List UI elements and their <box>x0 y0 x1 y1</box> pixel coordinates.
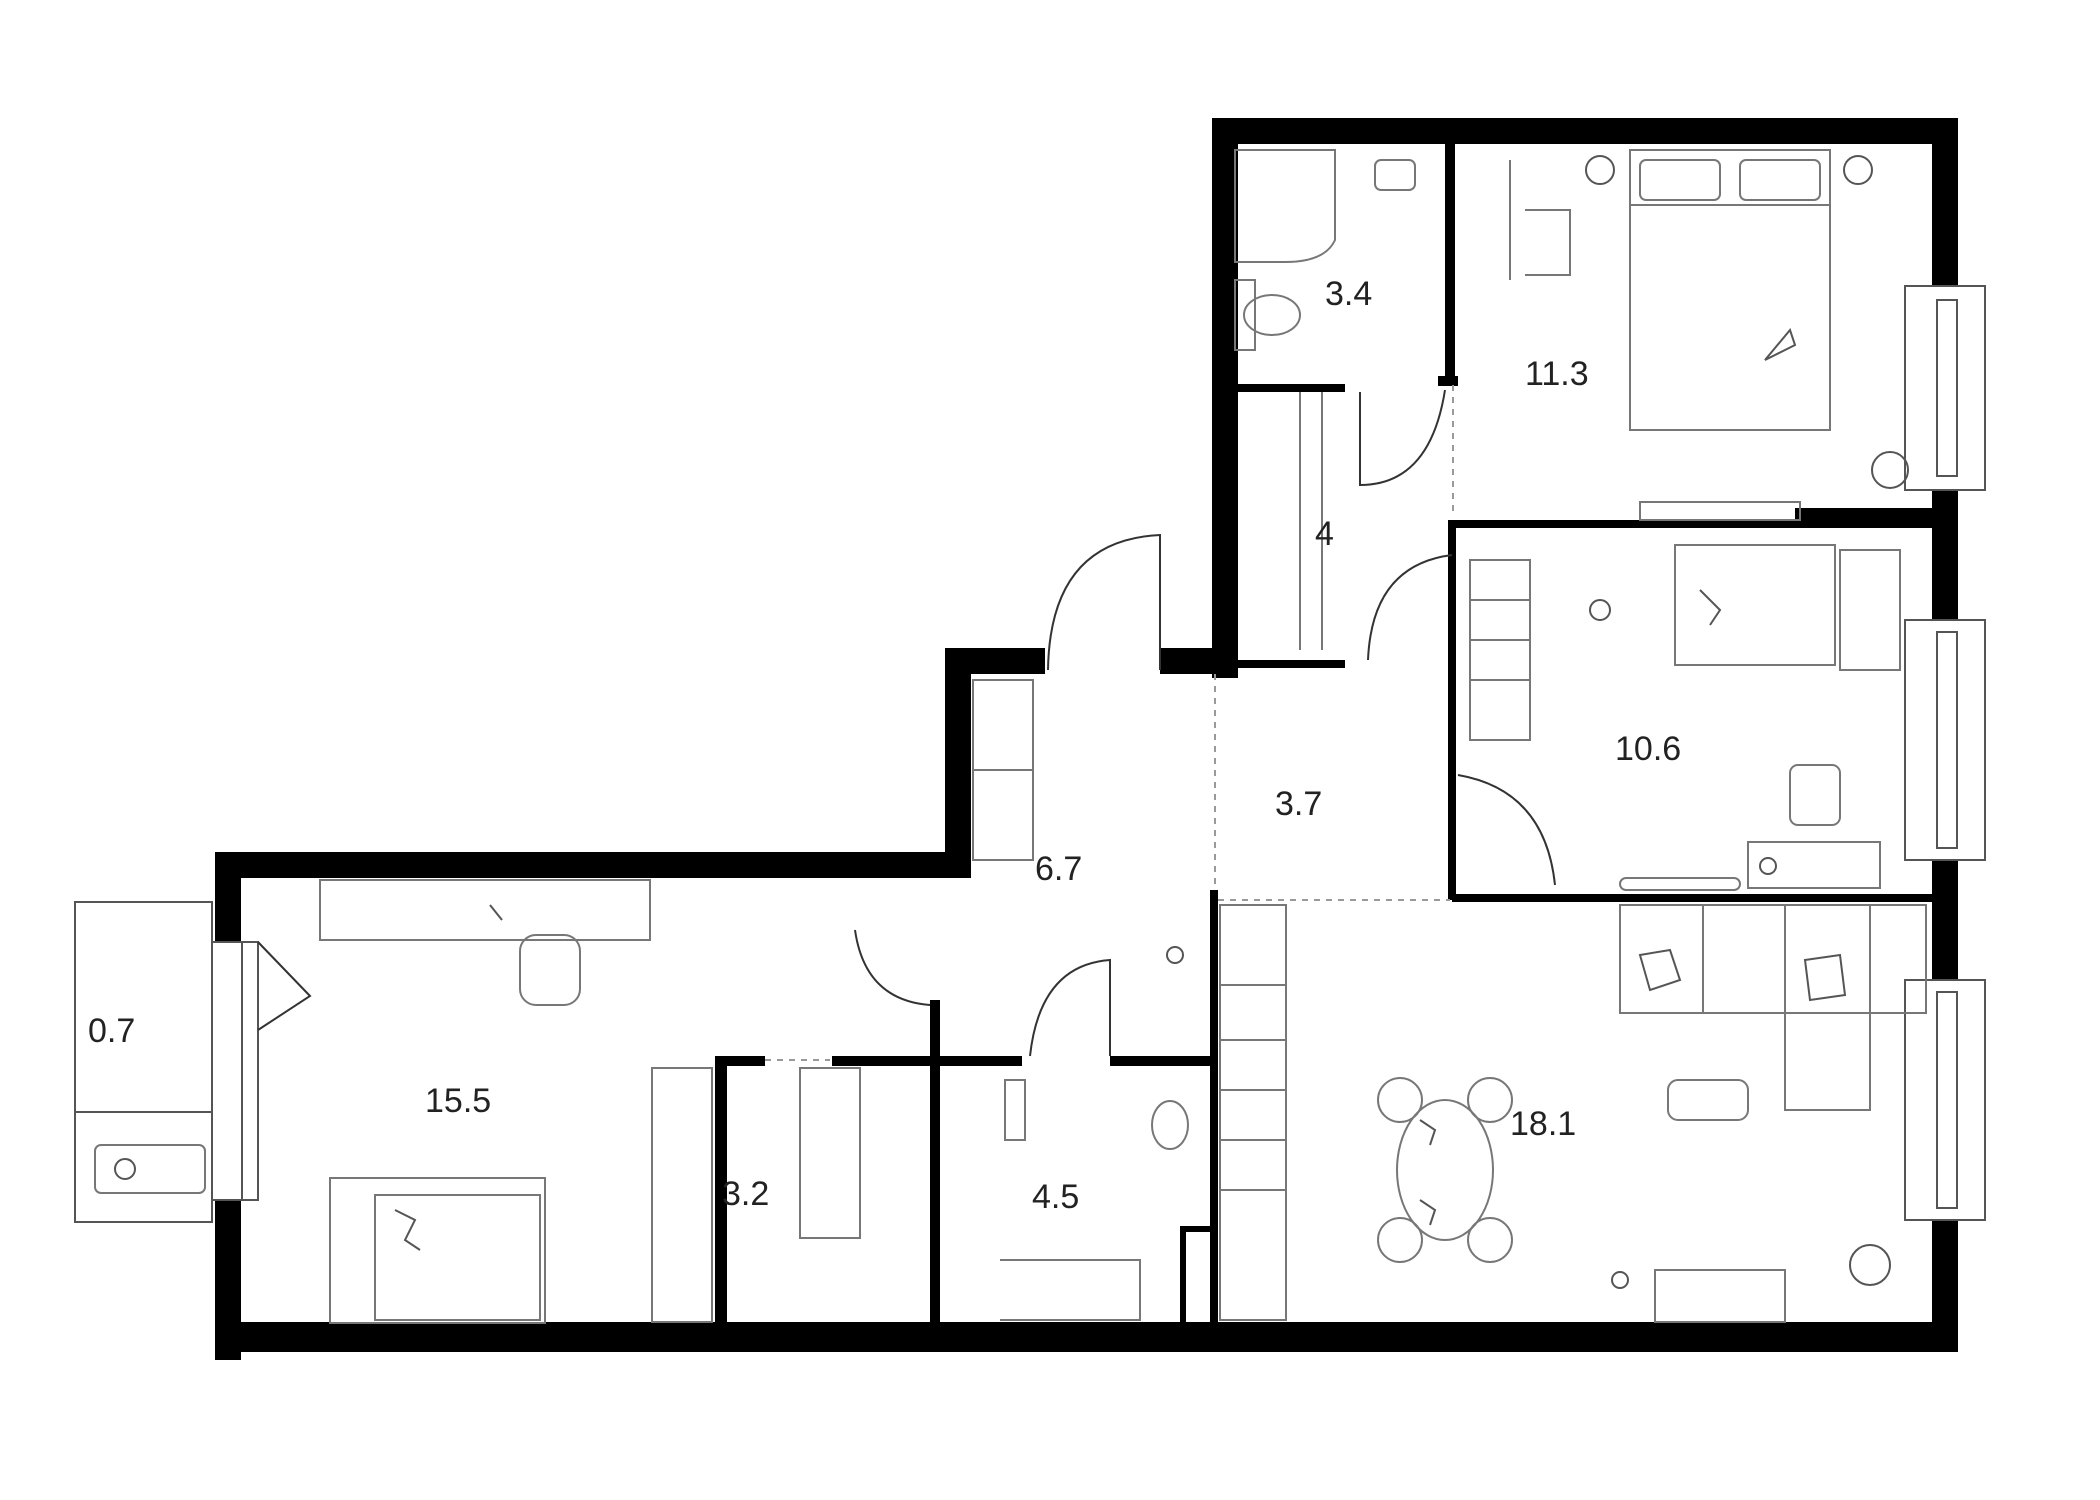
lamp-icon <box>1585 155 1615 185</box>
room-area-hall: 3.7 <box>1275 785 1322 823</box>
room-area-bedroom-1: 11.3 <box>1525 355 1589 393</box>
plant-icon <box>114 1158 136 1180</box>
toy-icon <box>1611 1271 1629 1289</box>
pillow-icon <box>1764 327 1797 361</box>
bedroom-1-furniture <box>1509 149 1909 521</box>
chair-icon <box>1803 953 1847 1002</box>
toy-icon <box>1589 599 1611 621</box>
kitchen-furniture <box>1219 904 1927 1323</box>
interior-walls <box>715 144 1935 1322</box>
room-area-balcony: 0.7 <box>88 1012 135 1050</box>
room-area-kitchen-dining: 18.1 <box>1510 1105 1576 1143</box>
room-separators <box>765 385 1454 1061</box>
windows <box>211 285 1986 1221</box>
plant-icon <box>1871 451 1909 489</box>
table-icon <box>1667 1079 1749 1121</box>
doors <box>854 389 1556 1057</box>
room-area-toilet: 4.5 <box>1032 1178 1079 1216</box>
toilet-fixtures <box>1000 1079 1189 1321</box>
sink-icon <box>1374 159 1416 191</box>
plant-icon <box>1849 1244 1891 1286</box>
room-area-corridor: 6.7 <box>1035 850 1082 888</box>
room-area-bathroom: 3.4 <box>1325 275 1372 313</box>
toilet-icon <box>1151 1100 1189 1150</box>
dining-table <box>1396 1099 1494 1241</box>
chair-icon <box>1638 948 1682 992</box>
balcony <box>74 901 312 1223</box>
storage-shelving <box>651 1067 861 1323</box>
bathroom-fixtures <box>1234 149 1416 351</box>
fixture-icon <box>1166 946 1184 964</box>
room-area-storage: 3.2 <box>722 1175 769 1213</box>
room-labels: 3.4 11.3 4 10.6 3.7 6.7 0.7 15.5 3.2 4.5… <box>88 275 1681 1216</box>
closet-shelving <box>1299 392 1323 650</box>
living-room-furniture <box>319 879 651 1324</box>
toilet-icon <box>1243 294 1301 336</box>
room-area-living-room: 15.5 <box>425 1082 491 1120</box>
bedroom-2-furniture <box>1469 544 1901 891</box>
lamp-icon <box>489 904 503 921</box>
room-area-bedroom-2: 10.6 <box>1615 730 1681 768</box>
lamp-icon <box>1843 155 1873 185</box>
room-area-closet: 4 <box>1315 515 1334 553</box>
entry-furniture <box>972 679 1184 964</box>
toy-icon <box>1699 589 1722 626</box>
pillow-icon <box>394 1209 421 1251</box>
outer-walls <box>215 118 1958 1360</box>
chair-icon <box>519 934 581 1006</box>
